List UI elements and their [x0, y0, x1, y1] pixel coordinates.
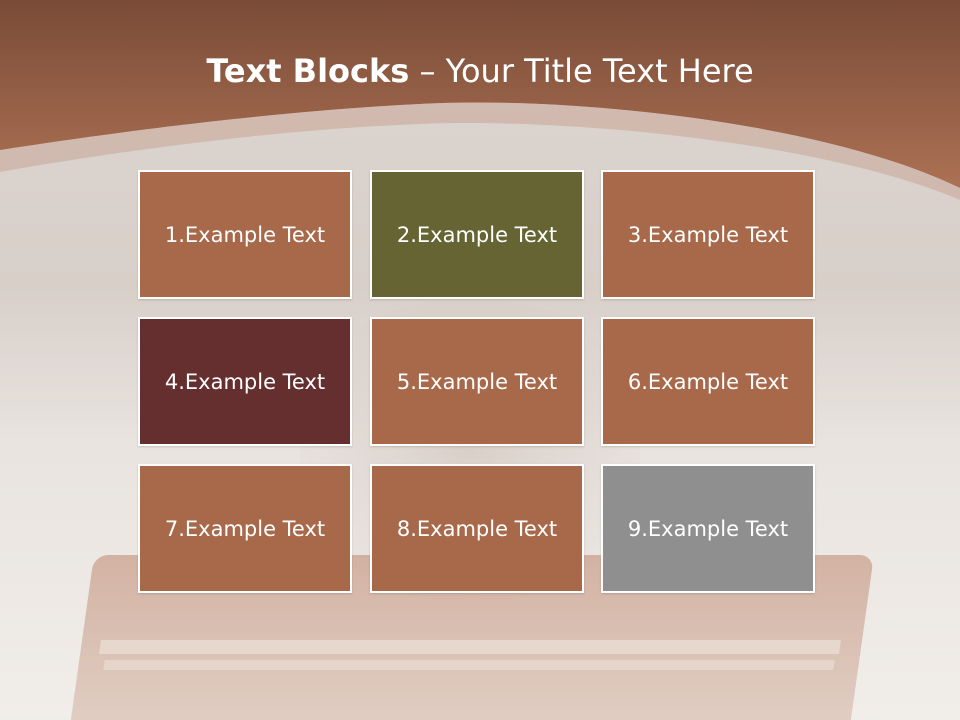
title-separator: –	[409, 52, 446, 90]
text-block-9: 9.Example Text	[601, 464, 815, 593]
text-block-1: 1.Example Text	[138, 170, 352, 299]
text-block-6: 6.Example Text	[601, 317, 815, 446]
slide-title: Text Blocks – Your Title Text Here	[0, 52, 960, 90]
text-block-8: 8.Example Text	[370, 464, 584, 593]
text-block-4: 4.Example Text	[138, 317, 352, 446]
text-block-2: 2.Example Text	[370, 170, 584, 299]
text-block-5: 5.Example Text	[370, 317, 584, 446]
text-block-7: 7.Example Text	[138, 464, 352, 593]
background-book-pages	[99, 640, 841, 654]
background-book-pages-lower	[103, 660, 835, 670]
header-band	[0, 0, 960, 200]
text-block-3: 3.Example Text	[601, 170, 815, 299]
title-bold: Text Blocks	[206, 52, 410, 90]
title-text: Your Title Text Here	[445, 52, 754, 90]
